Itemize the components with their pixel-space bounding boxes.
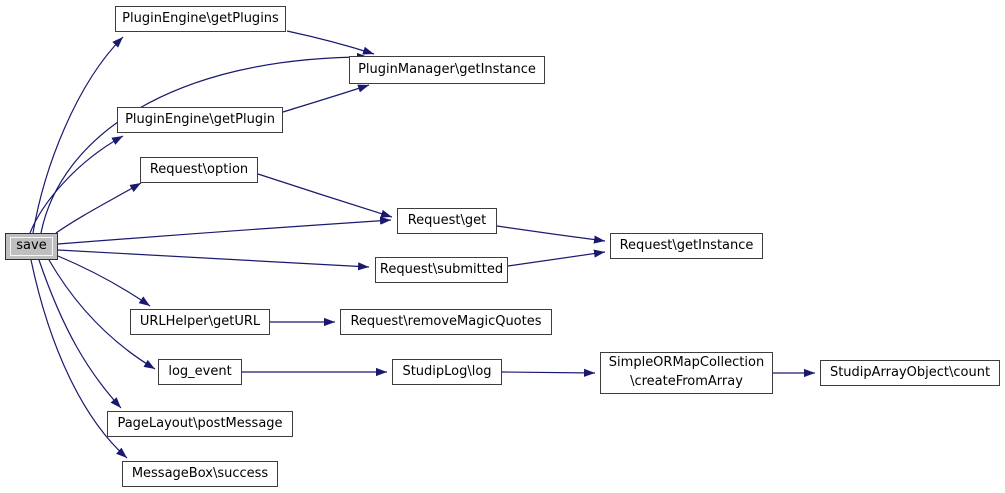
- node-label: Request\getInstance: [619, 237, 754, 253]
- edge-save--request-get: [57, 216, 392, 245]
- node-label: StudipLog\log: [402, 363, 492, 379]
- node-message-box-success[interactable]: MessageBox\success: [122, 461, 278, 487]
- node-simple-ormap-collection-create-from-array[interactable]: SimpleORMapCollection \createFromArray: [600, 352, 773, 394]
- node-plugin-manager-get-instance[interactable]: PluginManager\getInstance: [349, 56, 545, 84]
- node-label: Request\submitted: [379, 261, 504, 277]
- edge-request-submitted--request-get-instance: [507, 249, 606, 267]
- node-label: log_event: [168, 363, 232, 379]
- node-log-event[interactable]: log_event: [158, 359, 242, 385]
- edge-save--plugin-engine-get-plugin: [29, 135, 124, 234]
- node-url-helper-get-url[interactable]: URLHelper\getURL: [130, 309, 270, 335]
- edge-save--message-box-success: [30, 259, 128, 459]
- node-page-layout-post-message[interactable]: PageLayout\postMessage: [107, 411, 293, 437]
- node-label: MessageBox\success: [131, 465, 269, 481]
- node-save: save: [5, 233, 58, 260]
- node-request-get-instance[interactable]: Request\getInstance: [610, 233, 763, 259]
- node-studip-log-log[interactable]: StudipLog\log: [392, 359, 502, 385]
- node-request-option[interactable]: Request\option: [140, 157, 258, 183]
- node-label: PluginEngine\getPlugin: [125, 111, 275, 127]
- edge-plugin-engine-get-plugin--plugin-manager-get-instance: [282, 84, 370, 113]
- edge-request-option--request-get: [257, 173, 393, 218]
- node-studip-array-object-count[interactable]: StudipArrayObject\count: [820, 360, 1000, 386]
- node-label: PageLayout\postMessage: [117, 415, 283, 431]
- node-label: save: [16, 238, 47, 254]
- node-label: Request\get: [407, 212, 487, 228]
- edge-save--page-layout-post-message: [38, 259, 122, 409]
- edge-studip-log-log--simple-ormap-collection-create-from-array: [501, 368, 596, 377]
- edge-save--request-option: [55, 182, 142, 234]
- node-request-submitted[interactable]: Request\submitted: [375, 257, 508, 283]
- edge-plugin-engine-get-plugins--plugin-manager-get-instance: [286, 30, 375, 55]
- graph-edge-layer: [29, 30, 815, 459]
- node-plugin-engine-get-plugins[interactable]: PluginEngine\getPlugins: [115, 6, 286, 32]
- node-label: SimpleORMapCollection: [608, 355, 765, 371]
- node-label: \createFromArray: [630, 374, 743, 389]
- edge-save--url-helper-get-url: [57, 255, 151, 307]
- edge-save--plugin-engine-get-plugins: [32, 36, 124, 234]
- node-request-remove-magic-quotes[interactable]: Request\removeMagicQuotes: [340, 309, 552, 335]
- edge-save--request-submitted: [57, 249, 370, 271]
- node-label: PluginManager\getInstance: [358, 61, 536, 77]
- node-label: PluginEngine\getPlugins: [122, 10, 279, 26]
- node-plugin-engine-get-plugin[interactable]: PluginEngine\getPlugin: [117, 107, 283, 133]
- edge-save--log-event: [48, 259, 156, 370]
- node-request-get[interactable]: Request\get: [397, 208, 497, 234]
- edge-request-get--request-get-instance: [496, 225, 606, 244]
- node-label: URLHelper\getURL: [139, 313, 261, 329]
- node-label: Request\option: [149, 161, 249, 177]
- node-label: StudipArrayObject\count: [829, 364, 991, 380]
- node-label: Request\removeMagicQuotes: [350, 313, 542, 329]
